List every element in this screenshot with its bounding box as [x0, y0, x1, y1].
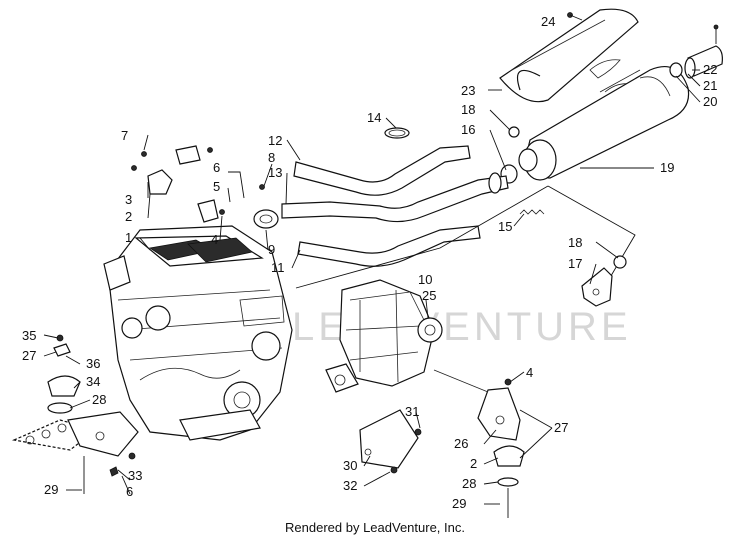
- thermostat-housing: [131, 145, 225, 223]
- callout-32: 32: [343, 478, 357, 493]
- callout-27: 27: [22, 348, 36, 363]
- callout-24: 24: [541, 14, 555, 29]
- callout-33: 33: [128, 468, 142, 483]
- callout-20: 20: [703, 94, 717, 109]
- bracket-17: [581, 255, 627, 307]
- leader-lines: [43, 14, 701, 505]
- spring-15: [519, 209, 545, 215]
- callout-21: 21: [703, 78, 717, 93]
- callout-3: 3: [125, 192, 132, 207]
- nut-8: [259, 184, 265, 190]
- callout-18-bracket: 18: [568, 235, 582, 250]
- callout-19: 19: [660, 160, 674, 175]
- callout-2-right: 2: [470, 456, 477, 471]
- gasket-9: [253, 209, 279, 229]
- callout-14: 14: [367, 110, 381, 125]
- callout-9: 9: [268, 242, 275, 257]
- callout-8: 8: [268, 150, 275, 165]
- engine-block: [103, 225, 293, 441]
- footer-credit: Rendered by LeadVenture, Inc.: [285, 520, 465, 535]
- mount-right: [359, 369, 525, 518]
- callout-29: 29: [44, 482, 58, 497]
- exhaust-pipe-13: [281, 172, 509, 223]
- callout-35: 35: [22, 328, 36, 343]
- callout-36: 36: [86, 356, 100, 371]
- callout-6-lower: 6: [126, 484, 133, 499]
- callout-1: 1: [125, 230, 132, 245]
- heat-shield: [499, 8, 639, 103]
- callout-30: 30: [343, 458, 357, 473]
- callout-29-right: 29: [452, 496, 466, 511]
- clamp-14: [384, 127, 410, 139]
- callout-10: 10: [418, 272, 432, 287]
- callout-5: 5: [213, 179, 220, 194]
- callout-31: 31: [405, 404, 419, 419]
- callout-6: 6: [213, 160, 220, 175]
- callout-28-right: 28: [462, 476, 476, 491]
- assembly-line-10: [295, 185, 549, 289]
- exhaust-pipe-11: [297, 225, 481, 267]
- callout-22: 22: [703, 62, 717, 77]
- callout-23: 23: [461, 83, 475, 98]
- exhaust-pipe-12: [293, 145, 471, 196]
- callout-labels: 24 23 18 16 14 12 13 8 9 11 10 15 19 22 …: [22, 14, 717, 511]
- callout-4: 4: [211, 232, 218, 247]
- callout-26: 26: [454, 436, 468, 451]
- callout-17: 17: [568, 256, 582, 271]
- callout-12: 12: [268, 133, 282, 148]
- callout-2: 2: [125, 209, 132, 224]
- callout-28: 28: [92, 392, 106, 407]
- callout-15: 15: [498, 219, 512, 234]
- callout-11: 11: [271, 260, 285, 275]
- callout-18: 18: [461, 102, 475, 117]
- grommet-18: [508, 126, 520, 138]
- callout-25: 25: [422, 288, 436, 303]
- callout-4-right: 4: [526, 365, 533, 380]
- transmission: [325, 279, 443, 393]
- tailpipe: [669, 24, 723, 79]
- mount-left: [11, 334, 139, 494]
- callout-7: 7: [121, 128, 128, 143]
- callout-16: 16: [461, 122, 475, 137]
- callout-27-right: 27: [554, 420, 568, 435]
- callout-34: 34: [86, 374, 100, 389]
- callout-13: 13: [268, 165, 282, 180]
- muffler: [518, 66, 690, 181]
